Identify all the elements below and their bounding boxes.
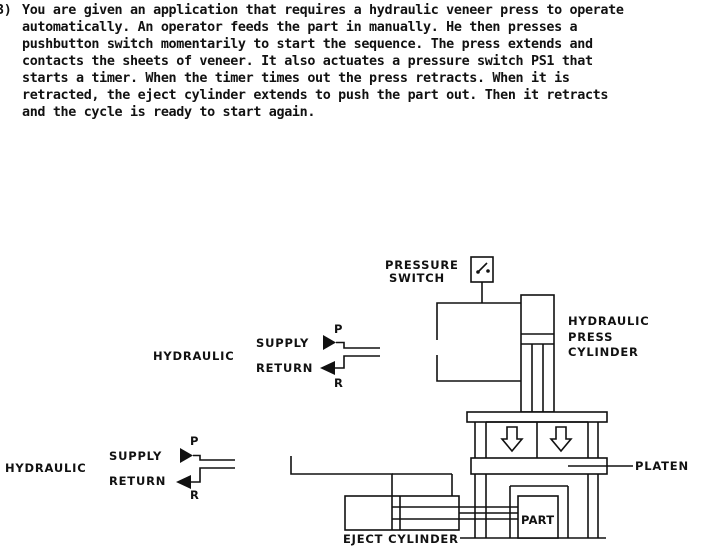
upper-return-arrow-icon [320,355,380,375]
problem-number: 3) [0,3,12,18]
press-cylinder-label-3: CYLINDER [568,345,639,359]
part [517,495,559,539]
problem-line: You are given an application that requir… [22,3,624,18]
problem-line: retracted, the eject cylinder extends to… [22,88,609,103]
problem-line: starts a timer. When the timer times out… [22,71,570,86]
upper-return-label: RETURN [256,361,313,375]
press-cylinder-label-1: HYDRAULIC [568,314,649,328]
lower-hydraulic-label: HYDRAULIC [5,461,86,475]
pressure-switch-label-1: PRESSURE [385,258,459,272]
part-label: PART [521,513,554,527]
down-arrow-icon [500,426,524,453]
press-hydraulic-lines [436,297,521,382]
lower-r-label: R [190,488,200,502]
lower-p-label: P [190,434,199,448]
eject-hydraulic-lines [290,456,453,496]
problem-line: and the cycle is ready to start again. [22,105,316,120]
press-frame [460,411,608,539]
down-arrow-icon [549,426,573,453]
upper-r-label: R [334,376,344,390]
upper-hydraulic-label: HYDRAULIC [153,349,234,363]
upper-supply-label: SUPPLY [256,336,309,350]
lower-return-arrow-icon [176,467,235,489]
lower-supply-label: SUPPLY [109,449,162,463]
lower-supply-arrow-icon [180,448,235,463]
press-cylinder-label-2: PRESS [568,330,613,344]
problem-line: automatically. An operator feeds the par… [22,20,578,35]
upper-supply-arrow-icon [323,335,380,350]
platen-label: PLATEN [635,459,689,473]
eject-cylinder [344,495,518,531]
problem-statement: 3) You are given an application that req… [0,2,706,121]
press-cylinder [520,294,555,413]
problem-line: contacts the sheets of veneer. It also a… [22,54,593,69]
pressure-switch-icon [470,256,494,297]
eject-cylinder-label: EJECT CYLINDER [343,532,459,546]
upper-p-label: P [334,322,343,336]
problem-line: pushbutton switch momentarily to start t… [22,37,593,52]
lower-return-label: RETURN [109,474,166,488]
pressure-switch-label-2: SWITCH [389,271,445,285]
